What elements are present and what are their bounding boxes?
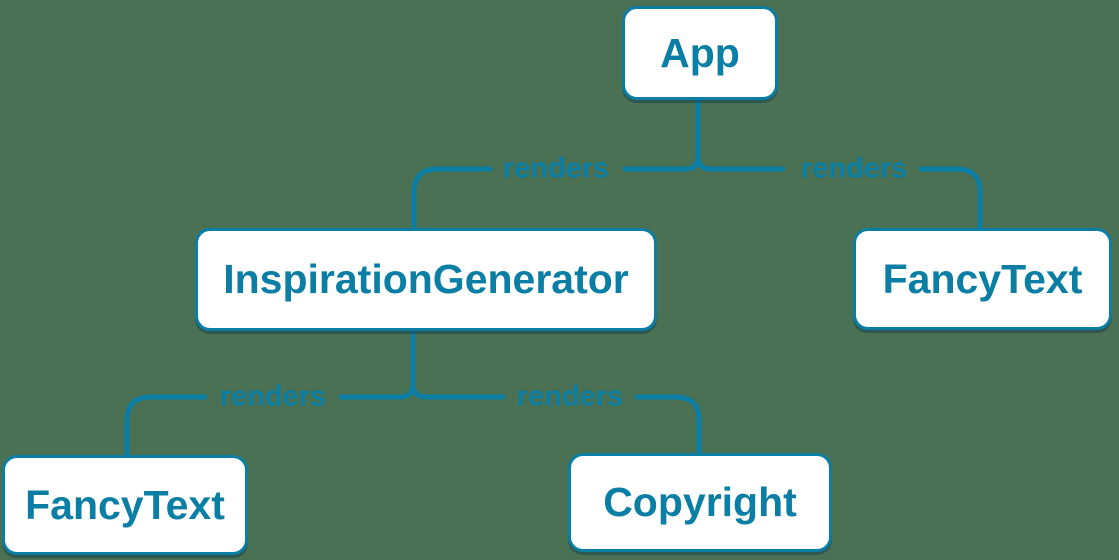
edge-label-renders: renders xyxy=(800,152,908,185)
edge-app-to-fancy-text xyxy=(695,154,983,231)
edge-branch2-right-upper xyxy=(410,381,506,400)
edge-branch2-right-elbow xyxy=(634,394,702,456)
node-fancy-text-top: FancyText xyxy=(853,228,1112,330)
edge-branch-left-elbow xyxy=(411,166,493,231)
edge-label-renders: renders xyxy=(516,380,624,413)
edge-branch-right-upper xyxy=(695,154,786,172)
node-label: FancyText xyxy=(882,255,1083,302)
node-app: App xyxy=(622,6,778,100)
node-fancy-text-bottom: FancyText xyxy=(2,455,248,555)
node-label: InspirationGenerator xyxy=(223,256,629,302)
edge-inspiration-generator-to-copyright xyxy=(410,381,702,456)
edge-label-renders: renders xyxy=(502,152,610,185)
node-copyright: Copyright xyxy=(568,453,832,552)
edge-branch2-left-elbow xyxy=(124,394,208,458)
node-label: FancyText xyxy=(25,481,225,528)
node-label: App xyxy=(660,29,740,76)
node-inspiration-generator: InspirationGenerator xyxy=(195,228,657,331)
edge-label-renders: renders xyxy=(219,380,327,413)
edge-branch-right-elbow xyxy=(918,166,983,231)
edge-branch2-left-upper xyxy=(338,381,416,400)
node-label: Copyright xyxy=(603,479,797,525)
edge-branch-left-upper xyxy=(622,154,701,172)
